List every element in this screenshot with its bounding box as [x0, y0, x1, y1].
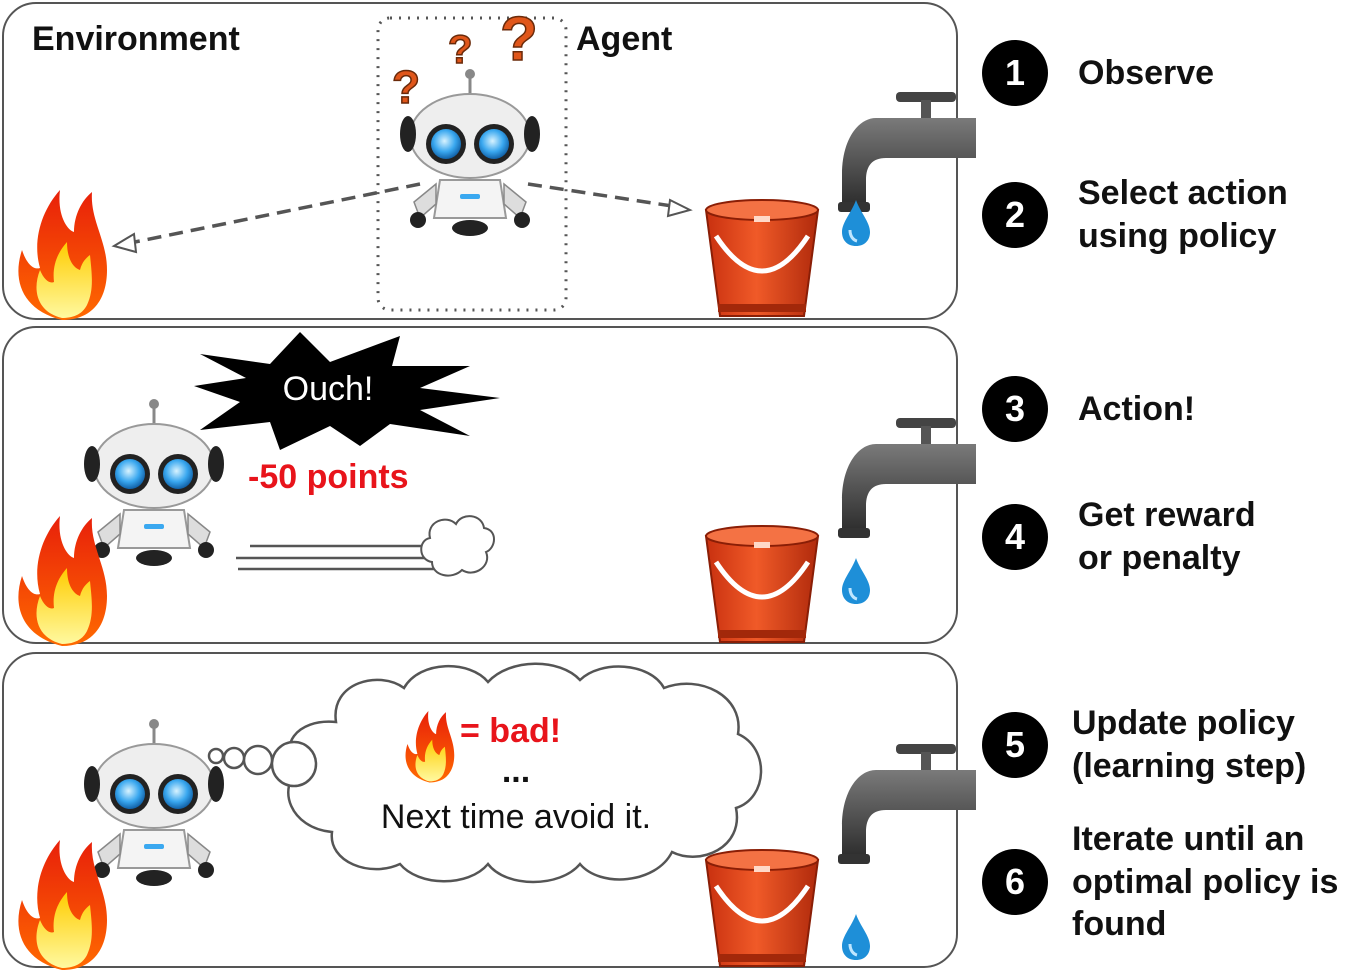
- tap-icon: [838, 92, 976, 212]
- avoid-text: Next time avoid it.: [381, 798, 651, 836]
- step-1: 1 Observe: [982, 40, 1214, 106]
- robot-icon: [398, 67, 542, 238]
- speech-burst: Ouch!: [194, 332, 500, 450]
- panel1-scene: ? ? ?: [18, 4, 976, 320]
- speech-text: Ouch!: [283, 370, 374, 408]
- question-mark-icon: ? ? ?: [391, 4, 538, 114]
- step-2: 2 Select action using policy: [982, 172, 1288, 257]
- step-6: 6 Iterate until an optimal policy is fou…: [982, 818, 1338, 946]
- step-number: 4: [982, 503, 1048, 570]
- step-label: Select action using policy: [1078, 174, 1288, 255]
- step-label: Iterate until an optimal policy is found: [1072, 820, 1339, 943]
- step-label: Update policy (learning step): [1072, 704, 1307, 785]
- penalty-text: -50 points: [248, 458, 409, 496]
- step-number: 6: [982, 848, 1048, 915]
- dust-cloud: [420, 515, 495, 577]
- water-drop-icon: [840, 556, 872, 606]
- dashed-arrow-left: [111, 182, 421, 254]
- panel3-scene: = bad! ... Next time avoid it.: [18, 662, 976, 970]
- step-number: 2: [982, 181, 1048, 248]
- bad-text: = bad!: [460, 712, 561, 750]
- step-number: 1: [982, 40, 1048, 106]
- ellipsis-text: ...: [502, 752, 530, 790]
- robot-icon: [82, 717, 226, 888]
- step-5: 5 Update policy (learning step): [982, 702, 1306, 787]
- environment-label: Environment: [32, 20, 240, 58]
- svg-text:?: ?: [392, 61, 420, 113]
- step-label: Observe: [1078, 53, 1215, 92]
- step-label: Get reward or penalty: [1078, 496, 1256, 577]
- fire-icon: [18, 840, 107, 970]
- bucket-icon: [706, 850, 818, 966]
- step-4: 4 Get reward or penalty: [982, 494, 1256, 579]
- tap-icon: [838, 744, 976, 864]
- svg-text:?: ?: [448, 28, 472, 72]
- step-number: 3: [982, 376, 1048, 442]
- robot-icon: [82, 397, 226, 568]
- step-label: Action!: [1078, 389, 1196, 428]
- motion-lines: [236, 544, 440, 571]
- tap-icon: [838, 418, 976, 538]
- thought-bubble: [207, 662, 763, 884]
- fire-icon: [18, 516, 107, 646]
- fire-icon: [18, 190, 107, 320]
- step-3: 3 Action!: [982, 376, 1195, 442]
- bucket-icon: [706, 200, 818, 316]
- agent-boundary: [376, 16, 568, 312]
- step-number: 5: [982, 711, 1048, 778]
- panel2-scene: Ouch! -50 points: [18, 332, 976, 646]
- bucket-icon: [706, 526, 818, 642]
- svg-text:?: ?: [500, 5, 538, 74]
- agent-label: Agent: [576, 20, 673, 58]
- water-drop-icon: [840, 912, 872, 962]
- dashed-arrow-right: [527, 182, 693, 218]
